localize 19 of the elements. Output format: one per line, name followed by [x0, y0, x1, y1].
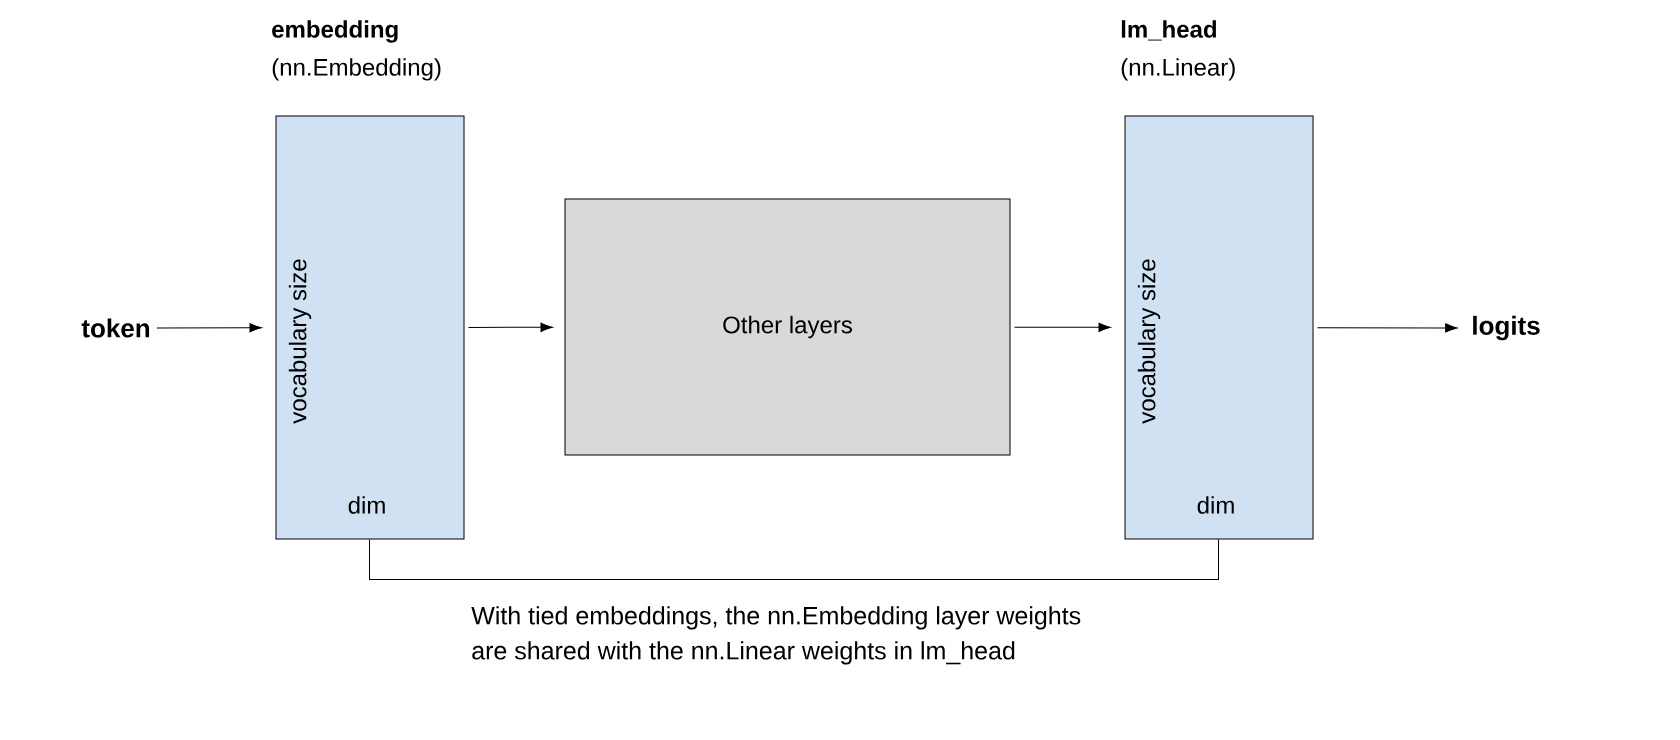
layer-type: (nn.Linear)	[1121, 58, 1235, 81]
arrow	[156, 323, 262, 333]
layers-box: Other layers	[564, 198, 1011, 456]
node-label: vocabulary size	[288, 259, 312, 424]
node-label: vocabulary size	[1137, 259, 1161, 424]
matrix-box: vocabulary size dim	[275, 115, 465, 540]
layer-heading: lm_head	[1121, 20, 1216, 41]
arrow	[1317, 323, 1458, 333]
endpoint-label: token	[81, 318, 150, 338]
node-label: dim	[1197, 496, 1234, 514]
layer-type: (nn.Embedding)	[272, 58, 441, 81]
node-label: dim	[348, 496, 385, 514]
layer-heading: embedding	[272, 20, 398, 43]
note-text: With tied embeddings, the nn.Embedding layer weights are shared with the nn.Linear weights in lm_head	[471, 606, 1081, 665]
matrix-box: vocabulary size dim	[1124, 115, 1314, 540]
arrow	[1014, 322, 1111, 332]
endpoint-label: logits	[1473, 315, 1540, 341]
arrow	[468, 322, 553, 332]
tie-connector	[369, 539, 1219, 580]
